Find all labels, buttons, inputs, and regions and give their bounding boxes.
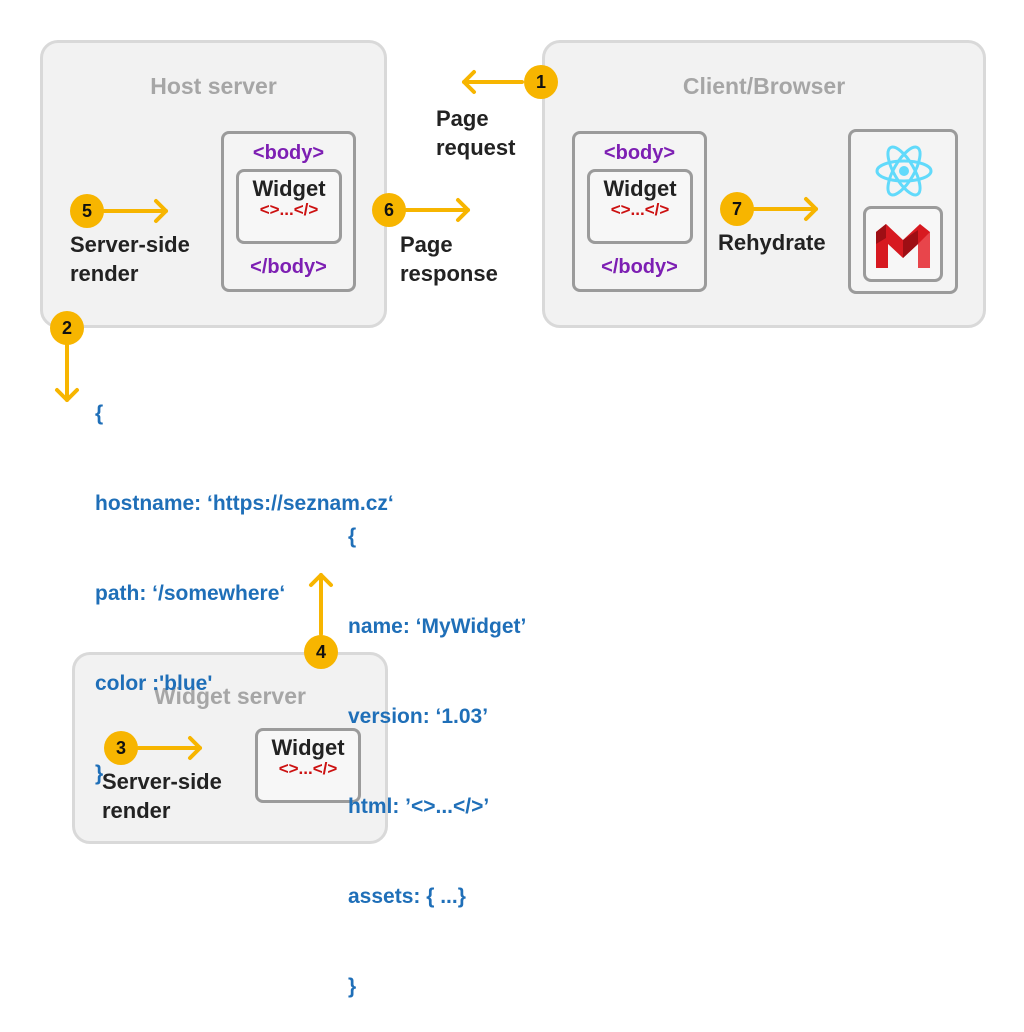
widget-server-widget-code: <>...</>: [278, 759, 338, 778]
widget-server-widget-box: Widget <>...</>: [255, 728, 361, 803]
request-json-line: path: ‘/somewhere‘: [95, 582, 286, 605]
request-json-line: color :'blue': [95, 672, 213, 695]
page-request-label: Page request: [436, 104, 515, 162]
client-body-frame: <body> Widget <>...</> </body>: [572, 131, 707, 292]
response-json-line: version: ‘1.03’: [348, 705, 489, 728]
react-icon: [873, 140, 935, 207]
framework-icons-box: [848, 129, 958, 294]
rehydrate-label: Rehydrate: [718, 230, 826, 255]
host-ssr-line2: render: [70, 261, 139, 286]
response-json-line: {: [348, 525, 357, 548]
arrow-2-head: [55, 388, 79, 402]
response-json-line: }: [348, 975, 357, 998]
response-json-line: name: ‘MyWidget’: [348, 615, 527, 638]
page-response-line1: Page: [400, 232, 453, 257]
arrows-layer: [55, 70, 818, 760]
host-body-close-tag: </body>: [250, 256, 327, 278]
client-widget-code: <>...</>: [610, 200, 670, 219]
host-server-title: Host server: [150, 73, 277, 99]
response-json-line: html: ’<>...</>’: [348, 795, 490, 818]
request-json-line: hostname: ‘https://seznam.cz‘: [95, 492, 394, 515]
page-response-label: Page response: [400, 230, 498, 288]
request-json-line: }: [95, 762, 104, 785]
arrow-5-head: [154, 199, 168, 223]
step-4-badge: 4: [304, 635, 338, 669]
client-widget-title: Widget: [603, 176, 677, 201]
page-request-line2: request: [436, 135, 516, 160]
host-body-frame: <body> Widget <>...</> </body>: [221, 131, 356, 292]
widget-ssr-line2: render: [102, 798, 171, 823]
client-body-close-tag: </body>: [601, 256, 678, 278]
client-body-open-tag: <body>: [603, 142, 676, 164]
host-body-open-tag: <body>: [252, 142, 325, 164]
m-logo-icon: [874, 218, 932, 277]
arrow-7-head: [804, 197, 818, 221]
arrow-4-head: [309, 573, 333, 587]
request-json-line: {: [95, 402, 104, 425]
host-widget-title: Widget: [252, 176, 326, 201]
host-ssr-label: Server-side render: [70, 230, 190, 288]
page-request-line1: Page: [436, 106, 489, 131]
host-widget-code: <>...</>: [259, 200, 319, 219]
widget-ssr-line1: Server-side: [102, 769, 222, 794]
response-json-block: { name: ‘MyWidget’ version: ‘1.03’ html:…: [348, 462, 526, 1032]
client-browser-title: Client/Browser: [682, 73, 846, 99]
host-ssr-line1: Server-side: [70, 232, 190, 257]
client-widget-box: Widget <>...</>: [587, 169, 693, 244]
widget-server-title: Widget server: [154, 683, 306, 709]
widget-ssr-label: Server-side render: [102, 767, 222, 825]
step-2-badge: 2: [50, 311, 84, 345]
step-6-badge: 6: [372, 193, 406, 227]
step-1-badge: 1: [524, 65, 558, 99]
response-json-line: assets: { ...}: [348, 885, 466, 908]
step-7-badge: 7: [720, 192, 754, 226]
page-response-line2: response: [400, 261, 498, 286]
step-5-badge: 5: [70, 194, 104, 228]
arrow-6-head: [456, 198, 470, 222]
request-json-block: { hostname: ‘https://seznam.cz‘ path: ‘/…: [95, 339, 394, 819]
widget-server-widget-title: Widget: [271, 735, 345, 760]
host-widget-box: Widget <>...</>: [236, 169, 342, 244]
m-logo-box: [863, 206, 943, 282]
arrow-1-head: [462, 70, 476, 94]
arrow-3-head: [188, 736, 202, 760]
step-3-badge: 3: [104, 731, 138, 765]
